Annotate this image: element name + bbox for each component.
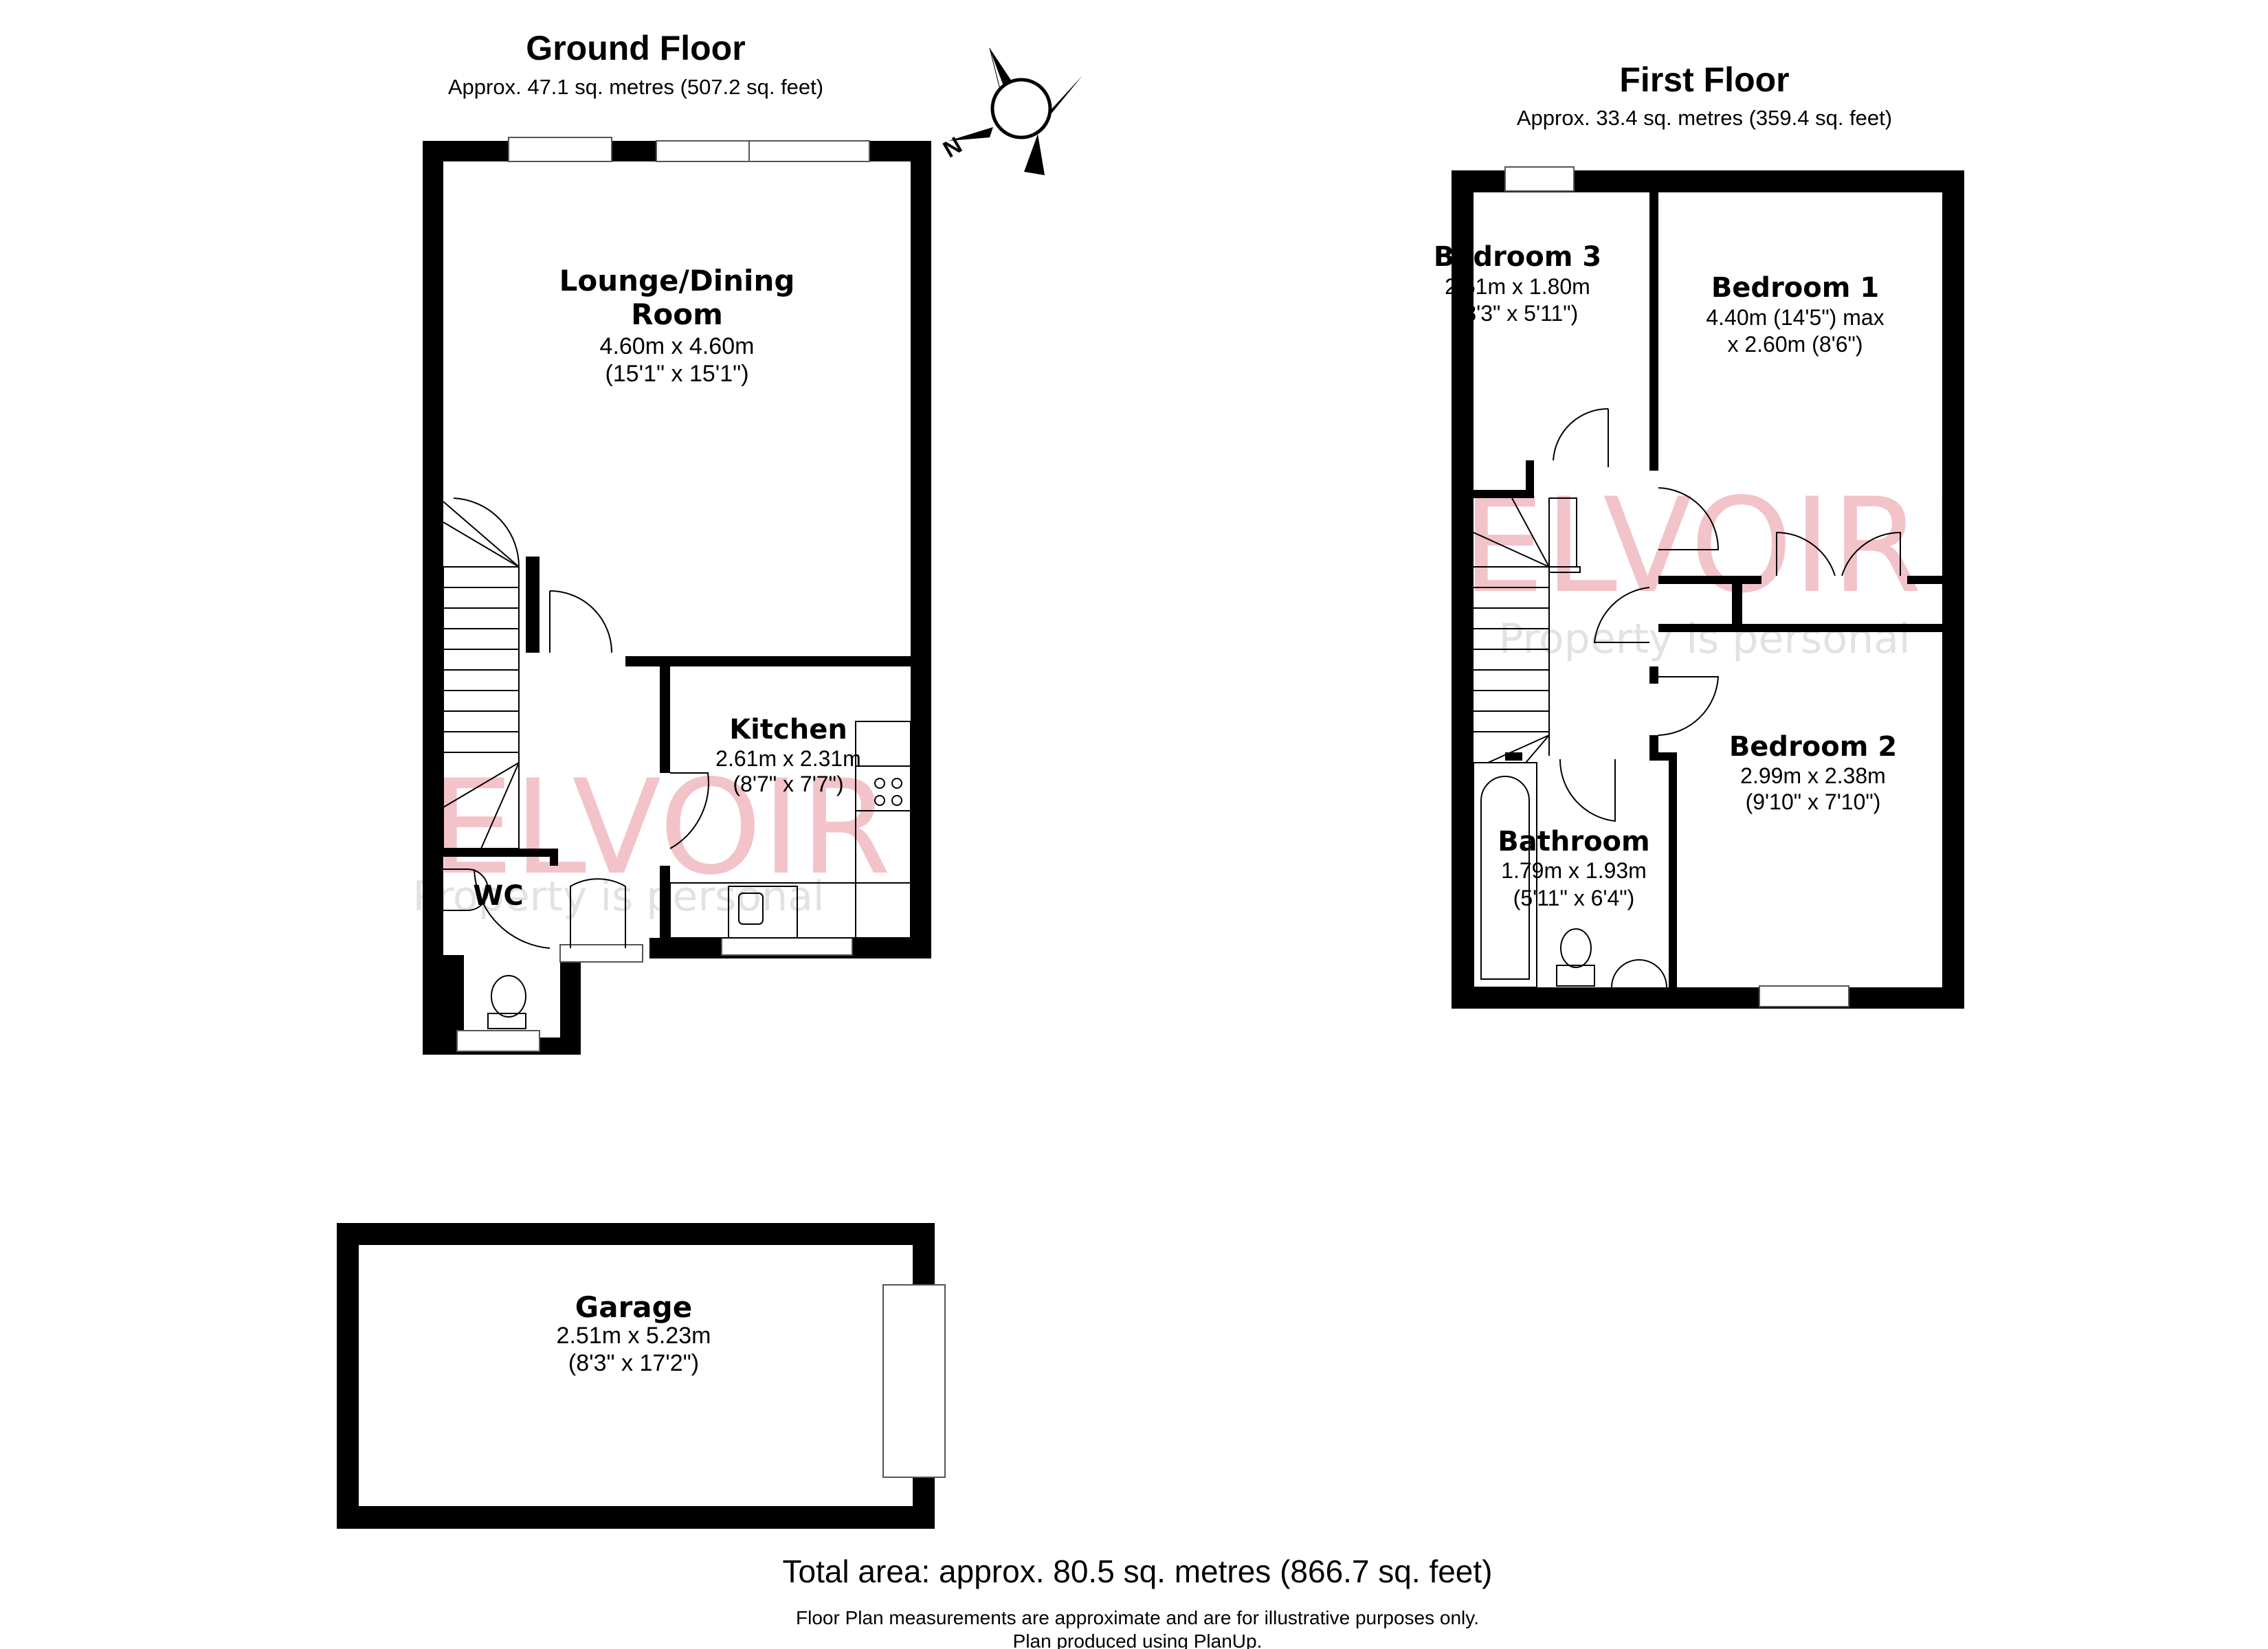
watermark-first: ELVOIR! Property is personal (1462, 470, 1974, 663)
ground-floor-title: Ground Floor (526, 29, 745, 67)
garage-door (882, 1284, 946, 1478)
ground-floor-area: Approx. 47.1 sq. metres (507.2 sq. feet) (448, 75, 823, 99)
bedroom2-name: Bedroom 2 (1729, 731, 1897, 763)
bedroom1-name: Bedroom 1 (1711, 272, 1879, 304)
wc-window (456, 1030, 540, 1052)
front-door-frame (559, 944, 643, 963)
watermark-brand-ground: ELVOIR! (431, 752, 943, 904)
bedroom3-dim-ft: (8'3" x 5'11") (1457, 301, 1579, 326)
toilet-icon (1560, 928, 1592, 968)
kitchen-window (721, 937, 853, 956)
ground-floor-doors (474, 590, 709, 949)
toilet-icon (491, 975, 526, 1018)
patio-door (656, 140, 870, 162)
garage-dim-m: 2.51m x 5.23m (557, 1323, 711, 1349)
bedroom1-dim-line2: x 2.60m (8'6") (1727, 332, 1863, 357)
compass-icon: N (939, 47, 1082, 175)
kitchen-fittings (669, 721, 911, 942)
first-floor-stairs (1473, 497, 1581, 763)
lounge-name-line1: Lounge/Dining (559, 264, 795, 298)
garage-name: Garage (575, 1290, 692, 1324)
bedroom3-dim-m: 2.51m x 1.80m (1445, 274, 1590, 299)
first-floor-windows (1504, 166, 1849, 1007)
kitchen-name: Kitchen (729, 714, 847, 745)
first-floor-walls (1452, 170, 1964, 1009)
ground-floor-windows (456, 137, 870, 1052)
first-floor-area: Approx. 33.4 sq. metres (359.4 sq. feet) (1517, 106, 1892, 130)
garage-walls (337, 1223, 946, 1529)
bedroom1-dim-line1: 4.40m (14'5") max (1706, 305, 1884, 330)
wc-name: WC (473, 880, 523, 912)
kitchen-dim-ft: (8'7" x 7'7") (733, 772, 843, 796)
kitchen-dim-m: 2.61m x 2.31m (715, 746, 861, 771)
first-floor-title: First Floor (1619, 60, 1789, 99)
sink-icon (728, 886, 798, 939)
lounge-dim-m: 4.60m x 4.60m (600, 333, 755, 359)
bedroom3-name: Bedroom 3 (1434, 241, 1601, 273)
wc-fittings (443, 868, 526, 1029)
disclaimer: Floor Plan measurements are approximate … (796, 1607, 1479, 1628)
bedroom2-dim-m: 2.99m x 2.38m (1740, 763, 1886, 788)
lounge-name-line2: Room (631, 298, 723, 331)
watermark-ground: ELVOIR! Property is personal (412, 752, 943, 921)
first-floor-doors (1553, 407, 1901, 822)
plan-credit: Plan produced using PlanUp. (1013, 1630, 1263, 1649)
garage-dim-ft: (8'3" x 17'2") (568, 1350, 699, 1376)
bathroom-fittings (1473, 762, 1667, 988)
watermark-tagline-first: Property is personal (1498, 615, 1910, 663)
bathroom-dim-ft: (5'11" x 6'4") (1513, 886, 1635, 910)
total-area: Total area: approx. 80.5 sq. metres (866… (782, 1553, 1492, 1589)
bedroom3-window (1504, 166, 1575, 192)
window (508, 137, 612, 162)
basin-icon (443, 868, 489, 911)
ground-floor-stairs (443, 497, 520, 849)
hob-icon (855, 765, 911, 811)
bathroom-name: Bathroom (1498, 826, 1649, 857)
lounge-dim-ft: (15'1" x 15'1") (605, 361, 748, 387)
bedroom2-dim-ft: (9'10" x 7'10") (1746, 789, 1881, 814)
bedroom2-window (1759, 985, 1849, 1007)
bathroom-dim-m: 1.79m x 1.93m (1501, 858, 1647, 883)
watermark-tagline-ground: Property is personal (412, 873, 824, 921)
basin-icon (1611, 959, 1667, 988)
bath-icon (1480, 776, 1530, 980)
